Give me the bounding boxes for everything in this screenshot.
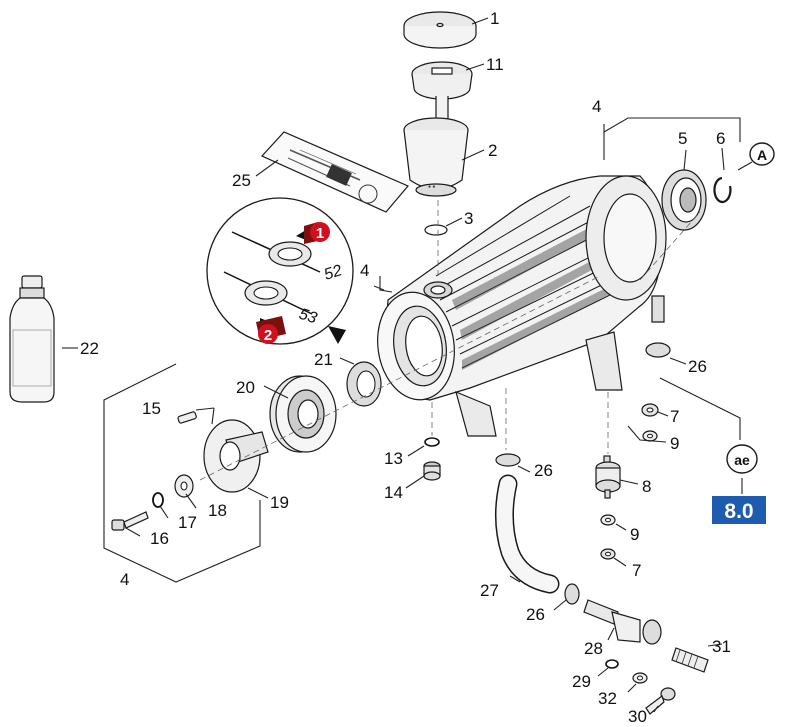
label-part-4-bottom: 4 (120, 570, 129, 589)
label-part-8: 8 (642, 477, 651, 496)
label-part-32: 32 (598, 689, 617, 708)
label-part-3: 3 (464, 209, 473, 228)
leader-lines (62, 17, 753, 713)
part-label-sticker (260, 131, 409, 213)
part-threaded-plug (671, 647, 709, 673)
label-part-28: 28 (584, 639, 603, 658)
label-part-18: 18 (208, 501, 227, 520)
label-part-4-top: 4 (592, 97, 601, 116)
label-part-16: 16 (150, 529, 169, 548)
label-part-26-right: 26 (688, 357, 707, 376)
marker-2: 2 (256, 316, 286, 344)
callout-labels: 1 11 2 3 25 4 5 6 4 52 53 22 21 20 15 19… (80, 9, 731, 726)
part-flat-washer (632, 672, 648, 684)
svg-text:● ●: ● ● (428, 184, 435, 190)
label-part-22: 22 (80, 339, 99, 358)
part-washer-upper (642, 430, 658, 442)
label-part-9-low: 9 (630, 525, 639, 544)
part-hose-clamp-right (645, 342, 671, 358)
badge-label: 8.0 (724, 500, 753, 523)
label-part-31: 31 (712, 637, 731, 656)
label-part-27: 27 (480, 581, 499, 600)
label-part-9-top: 9 (670, 434, 679, 453)
label-part-14: 14 (384, 483, 403, 502)
label-part-2: 2 (488, 141, 497, 160)
label-part-13: 13 (384, 449, 403, 468)
circle-ae: ae (726, 444, 758, 474)
part-filter-cup: ● ● (403, 117, 469, 197)
part-fitting (583, 599, 662, 645)
part-o-ring-small (424, 437, 440, 447)
part-rear-bearing (661, 169, 707, 231)
part-lock-washer (605, 659, 619, 669)
label-part-7-top: 7 (670, 407, 679, 426)
part-washer (174, 474, 194, 498)
label-part-19: 19 (270, 493, 289, 512)
label-part-17: 17 (178, 513, 197, 532)
label-part-11: 11 (486, 55, 504, 74)
label-part-21: 21 (314, 350, 333, 369)
label-part-25: 25 (232, 171, 251, 190)
part-impeller (203, 419, 269, 493)
part-hose-clamp-lower (564, 583, 580, 605)
part-key (177, 411, 197, 424)
marker-1-label: 1 (316, 225, 324, 242)
label-part-5: 5 (678, 129, 687, 148)
circle-a: A (749, 142, 775, 166)
label-part-1: 1 (490, 9, 499, 28)
part-bolt (645, 687, 676, 715)
part-nut-upper (641, 403, 659, 417)
marker-2-label: 2 (264, 327, 272, 344)
label-part-15: 15 (142, 399, 161, 418)
label-seal-52: 52 (322, 262, 344, 284)
part-nut-lower (600, 548, 616, 560)
label-part-20: 20 (236, 378, 255, 397)
label-part-6: 6 (716, 129, 725, 148)
part-cap (403, 11, 477, 49)
label-part-30: 30 (628, 707, 647, 726)
label-part-4-mid: 4 (360, 261, 369, 280)
part-screw (111, 511, 149, 531)
part-front-bearing (269, 375, 337, 453)
marker-1-circle (310, 222, 330, 242)
part-front-seal (346, 361, 382, 407)
label-part-26-low: 26 (526, 605, 545, 624)
label-part-29: 29 (572, 672, 591, 691)
part-hose-clamp-upper (495, 453, 521, 467)
part-plug (423, 461, 441, 481)
circle-a-label: A (757, 147, 767, 163)
part-spring-washer (152, 492, 164, 508)
part-o-ring (424, 224, 448, 236)
part-motor-housing (377, 175, 667, 437)
circle-ae-label: ae (734, 452, 750, 468)
part-circlip (713, 176, 732, 204)
part-oil-bottle (9, 275, 55, 403)
pointer-arrow (328, 326, 346, 344)
label-seal-53: 53 (297, 306, 319, 328)
reference-badge: 8.0 (712, 496, 766, 524)
label-part-26-mid: 26 (534, 461, 553, 480)
marker-1: 1 (304, 222, 330, 244)
label-part-7-low: 7 (632, 561, 641, 580)
part-rubber-mount (595, 455, 621, 499)
part-washer-lower (600, 514, 616, 526)
